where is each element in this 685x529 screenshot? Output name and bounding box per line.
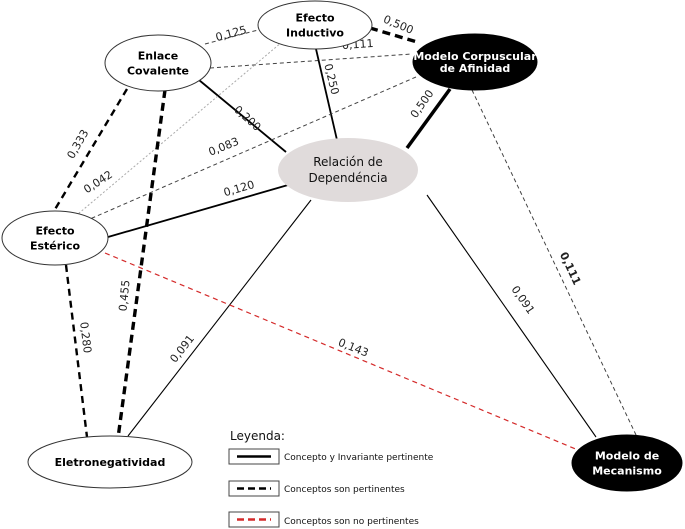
edge-relacion-mecanismo — [426, 194, 597, 438]
edge-weight-label: 0,250 — [321, 62, 341, 96]
node-label: Modelo Corpuscular — [413, 50, 537, 63]
legend-item-non-pertinent: Conceptos son no pertinentes — [228, 511, 419, 528]
node-shape — [571, 434, 683, 492]
edge-weight-label: 0,125 — [214, 23, 248, 44]
node-label: Enlace — [138, 50, 179, 63]
edge-inductivo-relacion — [315, 48, 338, 141]
edge-esterico-mecanismo — [104, 252, 579, 451]
edge-inductivo-corpuscular — [369, 26, 418, 44]
legend: Leyenda: Concepto y Invariante pertinent… — [228, 429, 434, 528]
edge-esterico-relacion — [107, 184, 289, 238]
edges-layer — [52, 26, 638, 451]
node-relacion[interactable]: Relación de Dependéncia — [278, 138, 418, 202]
node-shape — [27, 435, 193, 489]
legend-label: Conceptos son pertinentes — [284, 485, 405, 495]
edge-weight-label: 0,042 — [81, 168, 114, 196]
edge-weight-label: 0,091 — [167, 332, 197, 365]
legend-label: Conceptos son no pertinentes — [284, 517, 419, 527]
edge-inductivo-esterico — [77, 41, 283, 215]
edge-weight-label: 0,091 — [509, 283, 538, 316]
edge-corpuscular-relacion — [405, 87, 452, 150]
node-shape — [412, 33, 538, 91]
edge-weight-label: 0,455 — [116, 279, 132, 312]
node-label: Eletronegatividad — [55, 456, 166, 469]
edge-enlace-corpuscular — [209, 53, 413, 69]
node-label: de Afinidad — [440, 62, 511, 75]
node-label: Efecto — [295, 12, 335, 25]
node-label: Modelo de — [595, 450, 659, 463]
legend-item-pertinent: Conceptos son pertinentes — [228, 480, 405, 497]
node-shape — [257, 0, 373, 50]
edge-weight-label: 0,280 — [77, 321, 94, 354]
edge-corpuscular-mecanismo — [471, 89, 638, 438]
node-label: Estérico — [30, 240, 80, 253]
node-shape — [1, 210, 109, 266]
legend-title: Leyenda: — [230, 429, 285, 443]
node-shape — [278, 138, 418, 202]
node-label: Dependéncia — [308, 171, 387, 185]
edge-relacion-electro — [127, 199, 312, 437]
node-label: Covalente — [127, 65, 189, 78]
node-shape — [104, 34, 212, 92]
edge-corpuscular-esterico — [89, 76, 417, 220]
node-mecanismo[interactable]: Modelo de Mecanismo — [571, 434, 683, 492]
legend-label: Concepto y Invariante pertinente — [284, 453, 434, 463]
edge-enlace-electro — [116, 89, 167, 439]
edge-esterico-electro — [64, 264, 89, 438]
edge-weight-label: 0,111 — [557, 250, 583, 287]
node-label: Inductivo — [286, 27, 344, 40]
node-label: Mecanismo — [592, 465, 662, 478]
node-electro[interactable]: Eletronegatividad — [27, 435, 193, 489]
edge-weight-label: 0,200 — [231, 103, 263, 134]
node-label: Relación de — [313, 155, 383, 169]
node-label: Efecto — [35, 225, 75, 238]
edge-weight-label: 0,143 — [336, 336, 370, 360]
legend-item-invariant: Concepto y Invariante pertinente — [228, 448, 434, 465]
edge-enlace-inductivo — [204, 29, 259, 45]
